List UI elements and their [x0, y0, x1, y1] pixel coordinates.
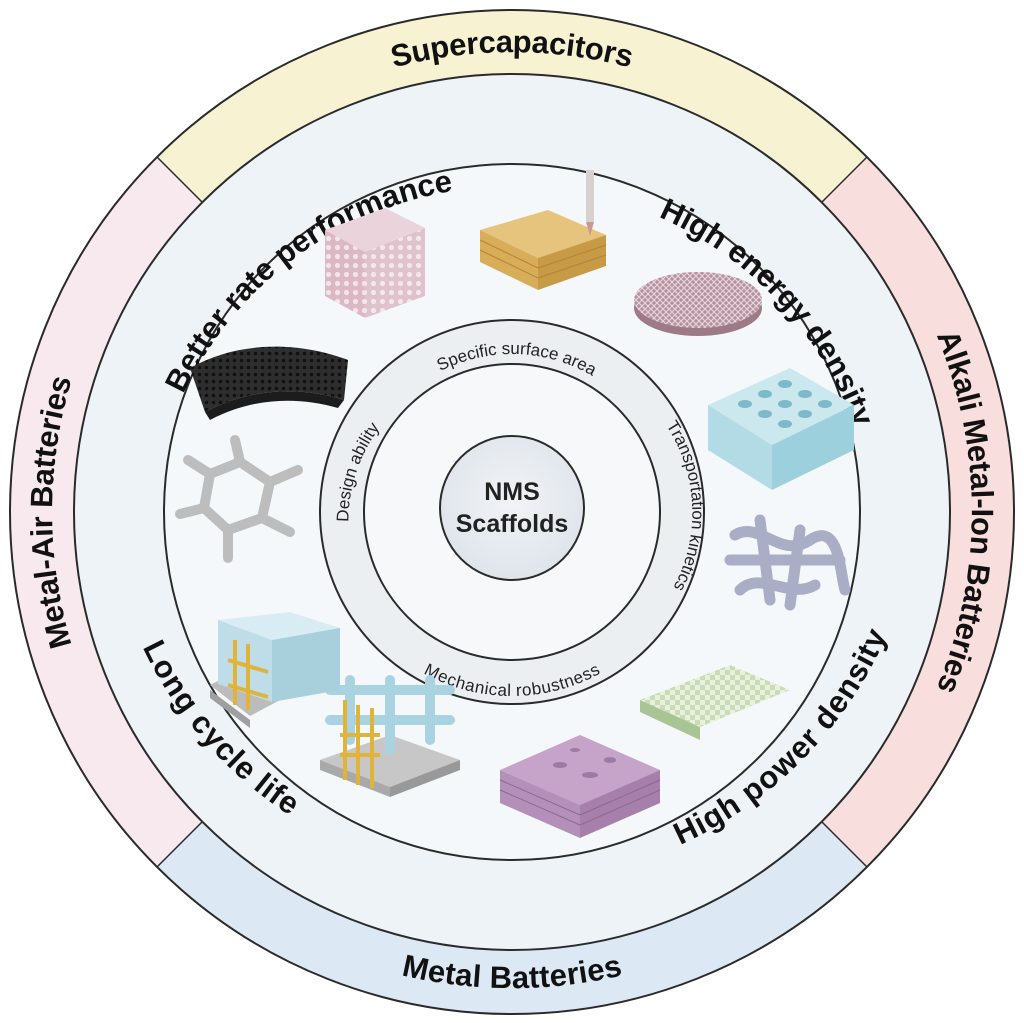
porous-cube-icon: [325, 208, 425, 318]
printed-lattice-icon: [479, 170, 607, 290]
grid-composite-icon: [320, 675, 460, 797]
carbon-foam-icon: [190, 346, 348, 420]
mesh-disc-icon: [634, 272, 762, 336]
perforated-block-icon: [708, 368, 854, 490]
layered-sheet-icon: [499, 735, 661, 838]
center-title-line1: NMS: [484, 478, 540, 506]
center-node: NMS Scaffolds: [439, 435, 585, 581]
foam-network-icon: [724, 514, 851, 611]
hexagonal-lattice-icon: [175, 435, 303, 563]
center-title-line2: Scaffolds: [456, 510, 569, 538]
woven-mesh-icon: [640, 665, 790, 740]
block-composite-icon: [210, 612, 340, 728]
